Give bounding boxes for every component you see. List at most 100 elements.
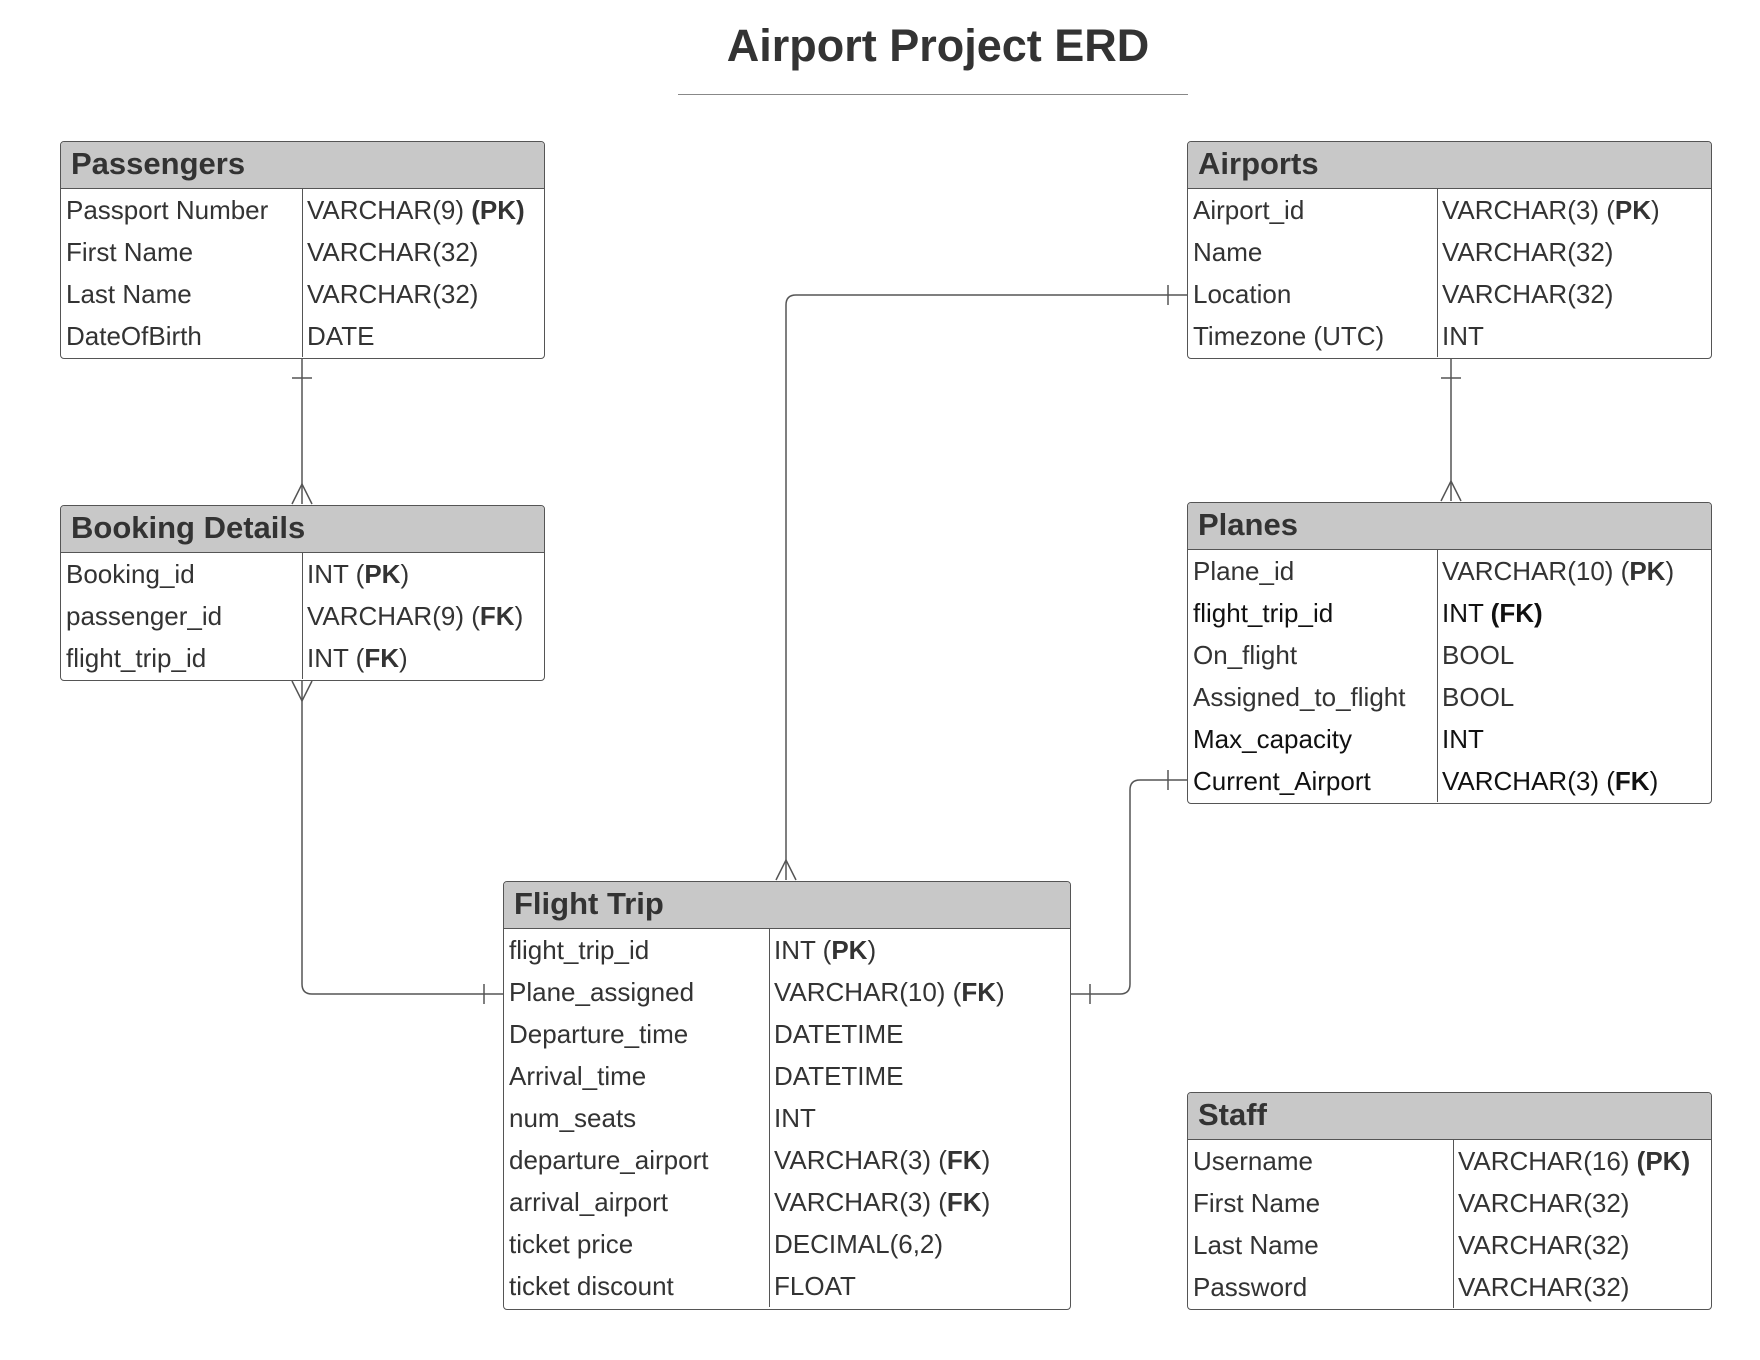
- attribute-name: Last Name: [66, 278, 192, 309]
- attribute-name: Current_Airport: [1193, 765, 1371, 796]
- data-type: DATE: [307, 320, 375, 351]
- data-type: VARCHAR(32): [1442, 236, 1614, 267]
- attribute-type: VARCHAR(32): [302, 237, 478, 268]
- attribute-type: VARCHAR(3) (PK): [1437, 195, 1660, 226]
- attribute-type: VARCHAR(32): [1437, 279, 1613, 310]
- data-type: INT: [1442, 597, 1484, 628]
- attribute-type: VARCHAR(10) (PK): [1437, 556, 1674, 587]
- attribute-type: INT (FK): [302, 643, 408, 674]
- connector-line: [785, 294, 1187, 880]
- connector-planes-flight-trip: [1071, 770, 1187, 1004]
- key-label: FK: [961, 976, 997, 1007]
- data-type: VARCHAR(10): [1442, 555, 1614, 586]
- attribute-row: Username VARCHAR(16) (PK): [1188, 1140, 1711, 1182]
- attribute-type: BOOL: [1437, 682, 1514, 713]
- entity-passengers[interactable]: Passengers Passport Number VARCHAR(9) (PK…: [60, 141, 545, 359]
- attribute-type: DATETIME: [769, 1061, 904, 1092]
- attribute-name: Timezone (UTC): [1193, 320, 1385, 351]
- attribute-name: flight_trip_id: [509, 934, 650, 965]
- key-badge: (PK): [1620, 555, 1675, 586]
- key-label: PK: [1629, 555, 1666, 586]
- attribute-name: Assigned_to_flight: [1193, 681, 1406, 712]
- attribute-row: flight_trip_id INT (FK): [61, 637, 544, 679]
- attribute-type: INT: [1437, 724, 1484, 755]
- attribute-type: VARCHAR(32): [1453, 1230, 1629, 1261]
- key-label: FK: [479, 600, 515, 631]
- attribute-name: flight_trip_id: [1193, 597, 1334, 628]
- entity-header: Booking Details: [61, 506, 544, 553]
- attribute-name: DateOfBirth: [66, 320, 202, 351]
- connector-passengers-booking: [291, 359, 313, 505]
- attribute-name: arrival_airport: [509, 1186, 668, 1217]
- title-underline: [678, 94, 1188, 95]
- attribute-name: Airport_id: [1193, 194, 1305, 225]
- attribute-type: VARCHAR(9) (PK): [302, 195, 525, 226]
- attribute-type: VARCHAR(3) (FK): [1437, 766, 1658, 797]
- column-divider: [1437, 550, 1438, 802]
- entity-flight-trip[interactable]: Flight Trip flight_trip_id INT (PK) Plane_…: [503, 881, 1071, 1310]
- attribute-type: VARCHAR(16) (PK): [1453, 1146, 1690, 1177]
- key-badge: (PK): [471, 194, 525, 225]
- attribute-type: VARCHAR(32): [1437, 237, 1613, 268]
- key-badge: (FK): [938, 1144, 991, 1175]
- data-type: INT: [774, 1102, 816, 1133]
- crowfoot-many: [775, 858, 797, 881]
- entity-header: Flight Trip: [504, 882, 1070, 929]
- key-badge: (FK): [952, 976, 1005, 1007]
- column-divider: [302, 189, 303, 357]
- data-type: INT: [307, 642, 349, 673]
- attribute-type: VARCHAR(32): [1453, 1188, 1629, 1219]
- attribute-type: BOOL: [1437, 640, 1514, 671]
- column-divider: [1453, 1140, 1454, 1308]
- entity-header: Passengers: [61, 142, 544, 189]
- data-type: VARCHAR(3): [1442, 765, 1599, 796]
- data-type: INT: [307, 558, 349, 589]
- attribute-type: DECIMAL(6,2): [769, 1229, 943, 1260]
- data-type: BOOL: [1442, 639, 1515, 670]
- key-label: PK: [1614, 194, 1652, 225]
- data-type: BOOL: [1442, 681, 1515, 712]
- attribute-name: departure_airport: [509, 1144, 709, 1175]
- attribute-type: INT (PK): [769, 935, 876, 966]
- attribute-name: Passport Number: [66, 194, 269, 225]
- attribute-name: Departure_time: [509, 1018, 689, 1049]
- attribute-type: FLOAT: [769, 1271, 856, 1302]
- attribute-type: VARCHAR(32): [302, 279, 478, 310]
- attribute-type: INT: [1437, 321, 1484, 352]
- key-badge: (FK): [471, 600, 524, 631]
- entity-header: Airports: [1188, 142, 1711, 189]
- data-type: VARCHAR(32): [307, 278, 479, 309]
- column-divider: [1437, 189, 1438, 357]
- attribute-name: Username: [1193, 1145, 1313, 1176]
- column-divider: [769, 929, 770, 1307]
- connector-booking-flight-trip: [291, 680, 503, 1004]
- key-label: PK: [364, 558, 401, 589]
- data-type: DECIMAL(6,2): [774, 1228, 944, 1259]
- attribute-name: flight_trip_id: [66, 642, 207, 673]
- crowfoot-many: [1440, 479, 1462, 502]
- attribute-name: passenger_id: [66, 600, 223, 631]
- data-type: VARCHAR(32): [1442, 278, 1614, 309]
- connector-line: [1071, 779, 1187, 995]
- key-label: PK: [831, 934, 868, 965]
- attribute-row: Assigned_to_flight BOOL: [1188, 676, 1711, 718]
- data-type: VARCHAR(9): [307, 194, 464, 225]
- attribute-type: VARCHAR(9) (FK): [302, 601, 523, 632]
